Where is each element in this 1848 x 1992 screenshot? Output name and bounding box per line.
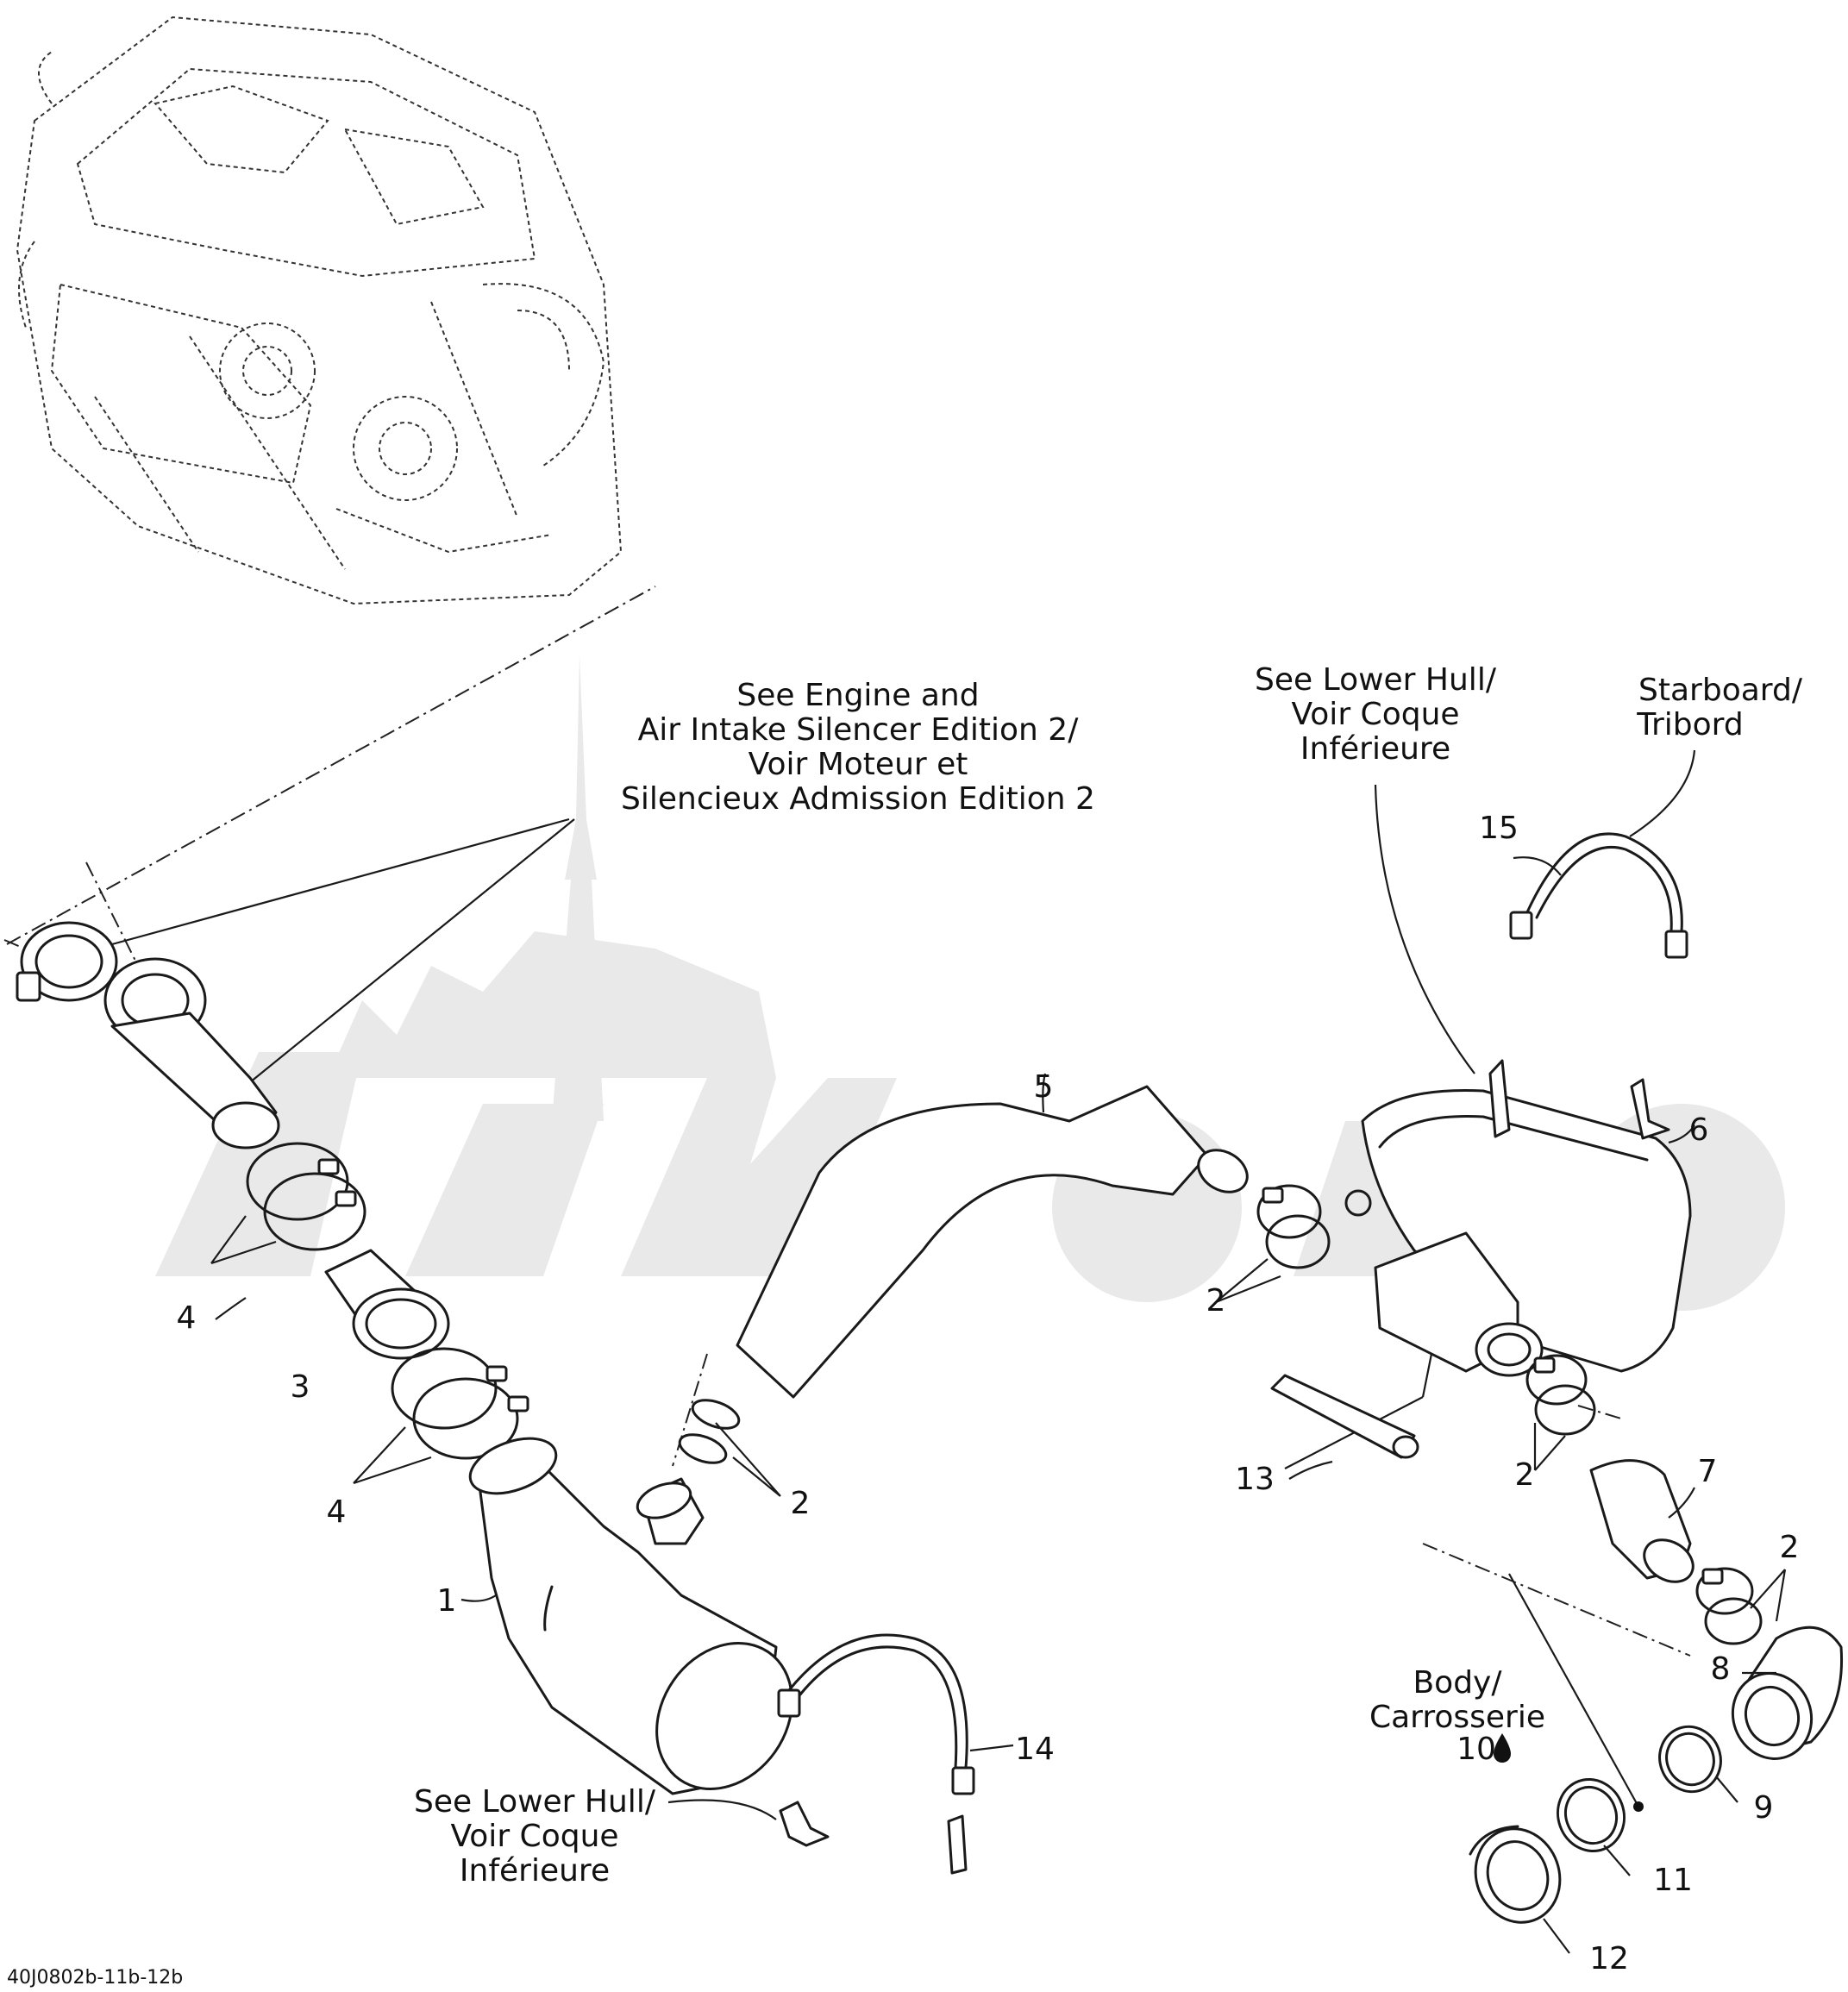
reference-code: 40J0802b-11b-12b	[7, 1967, 183, 1989]
callout-15: 15	[1479, 811, 1519, 846]
body-reference-point	[1633, 1801, 1644, 1812]
bracket-upper-a	[1488, 1059, 1511, 1138]
strap-15	[1509, 832, 1688, 959]
callout-leaders	[210, 856, 1787, 1954]
engine-reference-drawing	[16, 16, 623, 605]
note-lower-hull-top-line-3: Inférieure	[1300, 731, 1450, 767]
inlet-connector	[103, 957, 280, 1149]
clamp-collar-upper	[16, 921, 118, 1002]
elbow-7	[1589, 1459, 1695, 1583]
note-lower-hull-top-line-2: Voir Coque	[1291, 697, 1459, 732]
callout-11: 11	[1653, 1863, 1693, 1898]
note-starboard-line-2: Tribord	[1636, 707, 1743, 742]
callout-2-right-lower: 2	[1515, 1457, 1535, 1493]
gasket-9	[1658, 1725, 1722, 1794]
note-engine-line-1: See Engine and	[736, 678, 979, 713]
callout-4-upper: 4	[177, 1300, 197, 1336]
callout-2-outlet: 2	[1780, 1530, 1800, 1565]
callout-6: 6	[1689, 1112, 1709, 1148]
note-body-line-2: Carrosserie	[1369, 1700, 1545, 1735]
note-starboard-line-1: Starboard/	[1638, 673, 1803, 708]
outlet-fitting-12	[1469, 1825, 1562, 1924]
clamps-2-right-lower	[1525, 1354, 1596, 1436]
leader-lines	[111, 749, 1696, 1820]
resonator-6	[1344, 1088, 1692, 1377]
callout-4-lower: 4	[327, 1494, 347, 1530]
note-lower-hull-bottom-line-1: See Lower Hull/	[414, 1784, 656, 1820]
clamps-2-center	[678, 1399, 741, 1464]
note-lower-hull-top-line-1: See Lower Hull/	[1255, 662, 1497, 698]
exhaust-pipe-5	[736, 1085, 1249, 1399]
callout-10: 10	[1456, 1732, 1496, 1767]
callout-3: 3	[291, 1369, 310, 1405]
clamps-2-right-upper	[1256, 1184, 1331, 1269]
bracket-upper-b	[1630, 1078, 1670, 1140]
muffler-1	[468, 1437, 793, 1795]
note-engine-line-4: Silencieux Admission Edition 2	[621, 781, 1095, 817]
strap-14	[777, 1633, 975, 1795]
note-body-line-1: Body/	[1413, 1665, 1502, 1701]
callout-7: 7	[1698, 1454, 1718, 1489]
clamps-4-upper	[246, 1142, 366, 1251]
bracket-lower-left	[779, 1801, 830, 1847]
drop-icon	[1494, 1733, 1511, 1763]
coupling-sleeve-3	[324, 1249, 450, 1360]
note-lower-hull-bottom-line-3: Inférieure	[460, 1853, 610, 1889]
note-lower-hull-bottom-line-2: Voir Coque	[450, 1819, 618, 1854]
gasket-11	[1557, 1777, 1626, 1853]
note-engine-line-3: Voir Moteur et	[749, 747, 968, 782]
outlet-elbow-8	[1731, 1626, 1844, 1760]
callout-8: 8	[1711, 1651, 1731, 1687]
callout-2-center: 2	[791, 1486, 811, 1521]
callout-9: 9	[1754, 1790, 1774, 1826]
clamps-2-outlet	[1695, 1567, 1763, 1645]
callout-14: 14	[1015, 1732, 1055, 1767]
note-engine-line-2: Air Intake Silencer Edition 2/	[638, 712, 1080, 748]
hose-13	[1270, 1374, 1419, 1459]
callout-5: 5	[1034, 1069, 1054, 1105]
bracket-lower-right	[947, 1814, 968, 1875]
clamps-4-lower	[391, 1347, 529, 1460]
callout-2-right-upper: 2	[1206, 1283, 1226, 1319]
callout-1: 1	[437, 1583, 457, 1619]
callout-13: 13	[1235, 1462, 1275, 1497]
callout-12: 12	[1589, 1941, 1629, 1976]
